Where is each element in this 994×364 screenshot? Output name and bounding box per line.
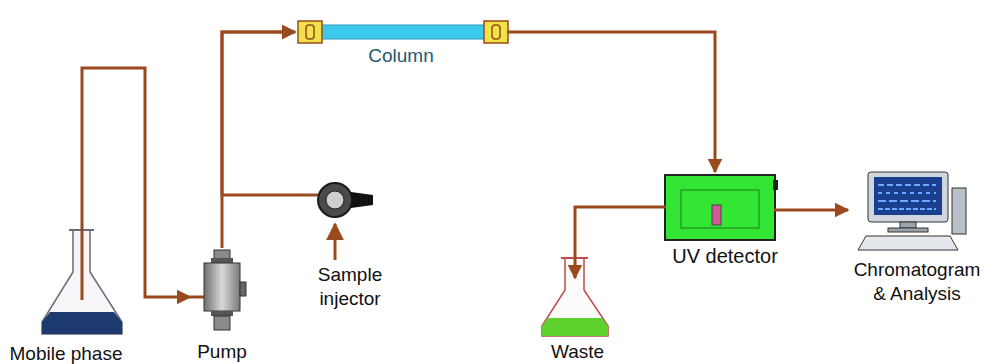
computer-icon-part (878, 208, 936, 210)
pump-icon-part (211, 311, 233, 316)
injector-icon (300, 183, 373, 260)
detector-node: UV detector (660, 172, 790, 271)
column-tube-part (306, 25, 314, 39)
injector-icon-part (334, 224, 337, 260)
uv-detector-box-part (773, 180, 778, 190)
uv-detector-box (660, 175, 790, 240)
component-label: Waste (533, 340, 623, 364)
computer-icon-part (888, 228, 928, 232)
waste-node: Waste (530, 278, 625, 364)
computer-icon-part (878, 184, 936, 186)
flask-node: Mobile phase (0, 285, 132, 364)
computer-icon-part (878, 192, 936, 194)
pump-icon-part (240, 282, 246, 296)
computer-icon-part (858, 236, 958, 250)
waste-flask-part (542, 318, 608, 336)
flow-line (507, 32, 715, 172)
pump-icon-part (204, 263, 240, 311)
mobile-phase-flask-part (81, 285, 84, 300)
injector-node: Sample injector (300, 175, 400, 315)
computer-icon-part (874, 177, 942, 215)
computer-icon-part (952, 188, 966, 234)
component-label: Chromatogram & Analysis (851, 258, 983, 306)
computer-icon (858, 172, 966, 250)
column-tube-part (492, 25, 500, 39)
uv-detector-box-part (712, 205, 721, 225)
pump-icon-part (211, 258, 233, 263)
injector-icon-part (300, 194, 318, 197)
mobile-phase-flask-part (42, 312, 122, 334)
pump-icon (190, 250, 246, 330)
flow-line (82, 68, 190, 297)
uv-detector-box-part (681, 190, 759, 228)
flow-line (222, 32, 295, 248)
pump-icon-part (214, 316, 230, 330)
column-node: Column (295, 18, 507, 70)
computer-node: Chromatogram & Analysis (848, 168, 986, 338)
column-tube-part (298, 21, 322, 43)
uv-detector-box-part (665, 175, 775, 240)
injector-icon-part (318, 183, 352, 217)
injector-icon-part (351, 192, 373, 208)
component-label: UV detector (662, 244, 788, 269)
flow-line (575, 207, 660, 278)
column-tube-part (484, 21, 508, 43)
column-tube-part (318, 25, 488, 39)
flow-line (222, 32, 300, 195)
uv-detector-box-part (660, 206, 666, 209)
component-label: Column (301, 44, 501, 68)
flow-line (790, 209, 848, 212)
component-label: Pump (192, 340, 252, 364)
uv-detector-box-part (774, 209, 790, 212)
computer-icon-part (868, 172, 948, 222)
component-label: Sample injector (302, 263, 398, 311)
computer-icon-part (878, 200, 936, 202)
pump-node: Pump (190, 248, 254, 364)
injector-icon-part (326, 191, 344, 209)
column-tube (298, 21, 508, 43)
computer-icon-part (900, 222, 916, 228)
component-label: Mobile phase (2, 342, 130, 364)
